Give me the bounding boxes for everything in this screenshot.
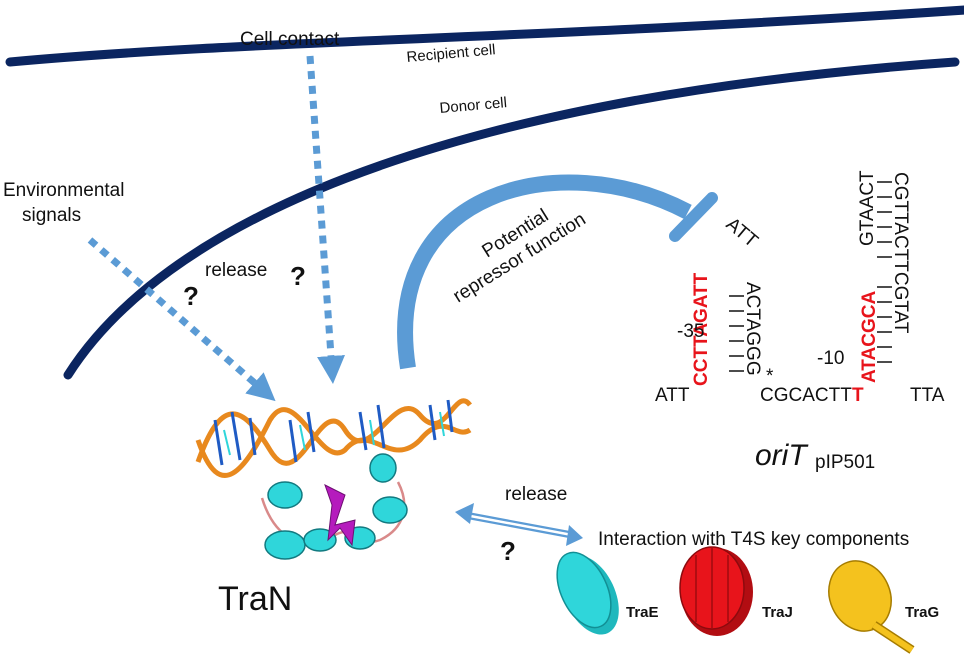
repressor-arc xyxy=(397,174,692,370)
question-mark-2: ? xyxy=(183,281,199,311)
tran-label: TraN xyxy=(218,580,292,618)
trag-label: TraG xyxy=(905,604,939,621)
orit-title: oriT xyxy=(755,439,809,472)
hairpin2-top: GTAACT xyxy=(857,170,878,246)
donor-cell-label: Donor cell xyxy=(439,94,508,117)
donor-membrane xyxy=(63,57,960,380)
hairpin2-left: ATACGCA xyxy=(859,291,880,383)
baseline-red-t: T xyxy=(852,385,864,406)
question-mark-1: ? xyxy=(290,261,306,291)
interaction-label: Interaction with T4S key components xyxy=(598,529,909,550)
baseline-left: ATT xyxy=(655,385,690,406)
traj-label: TraJ xyxy=(762,604,793,621)
release-label-bottom: release xyxy=(505,484,567,505)
hairpin2-right: CGTTACTTCGTAT xyxy=(890,172,911,334)
minus10-label: -10 xyxy=(817,348,844,369)
repressor-bar xyxy=(669,192,718,242)
orit-subscript: pIP501 xyxy=(815,452,875,473)
cell-contact-label: Cell contact xyxy=(240,29,340,50)
traj-component xyxy=(679,546,753,636)
trae-label: TraE xyxy=(626,604,659,621)
baseline-right: TTA xyxy=(910,385,945,406)
trae-component xyxy=(556,551,619,635)
baseline-mid: CGCACTT xyxy=(760,385,852,406)
environmental-label-2: signals xyxy=(22,205,81,226)
recipient-membrane xyxy=(5,5,964,67)
trag-component xyxy=(828,560,915,654)
hairpin1-loop: ATT xyxy=(722,214,762,253)
release-label-top: release xyxy=(205,260,267,281)
tran-protein xyxy=(260,453,408,560)
cell-contact-arrow xyxy=(306,55,345,384)
asterisk: * xyxy=(766,366,774,387)
question-mark-3: ? xyxy=(500,536,516,566)
hairpin1-left: CCTTAGATT xyxy=(691,272,712,386)
recipient-cell-label: Recipient cell xyxy=(406,41,496,66)
environmental-label-1: Environmental xyxy=(3,180,124,201)
dna-helix xyxy=(195,398,472,478)
hairpin1-right: ACTAGGG xyxy=(742,282,763,376)
minus35-label: -35 xyxy=(677,321,704,342)
